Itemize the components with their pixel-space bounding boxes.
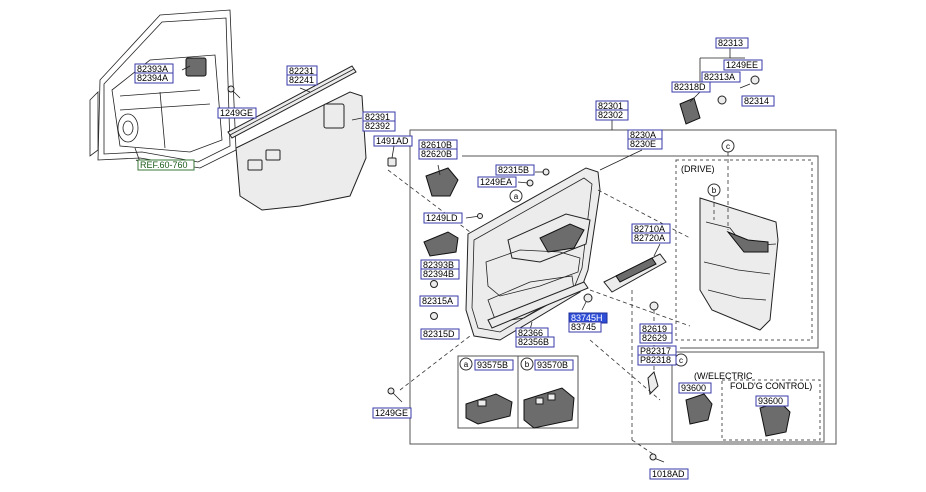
label-1249GE-bottom[interactable]: 1249GE (372, 407, 412, 419)
svg-text:82302: 82302 (598, 110, 623, 120)
electric-note-line1: (W/ELECTRIC (694, 371, 753, 381)
svg-text:82301: 82301 (598, 101, 623, 111)
label-8230E[interactable]: 8230E (627, 138, 663, 150)
svg-text:82629: 82629 (642, 333, 667, 343)
label-82302[interactable]: 82302 (595, 109, 629, 121)
svg-text:82315B: 82315B (498, 165, 529, 175)
svg-text:a: a (464, 360, 469, 369)
label-1249EA[interactable]: 1249EA (477, 176, 517, 188)
label-1249EE[interactable]: 1249EE (723, 59, 763, 71)
hardware-parts (227, 75, 760, 463)
label-82318D[interactable]: 82318D (671, 81, 711, 93)
weatherstrip-drawing (227, 65, 357, 139)
svg-text:83745: 83745 (571, 322, 596, 332)
svg-text:c: c (726, 142, 730, 151)
window-switch-drawings (465, 387, 791, 437)
svg-text:93575B: 93575B (477, 360, 508, 370)
label-82394A[interactable]: 82394A (134, 72, 174, 84)
svg-text:REF.60-760: REF.60-760 (140, 160, 188, 170)
callout-a-top: a (509, 189, 523, 203)
svg-text:82620B: 82620B (421, 149, 452, 159)
svg-text:82315A: 82315A (422, 296, 453, 306)
label-82313A[interactable]: 82313A (701, 71, 741, 83)
svg-text:8230A: 8230A (630, 130, 656, 140)
callout-b-switch: b (520, 357, 534, 371)
label-82315A[interactable]: 82315A (419, 295, 459, 307)
svg-text:82313A: 82313A (704, 72, 735, 82)
svg-text:1249GE: 1249GE (375, 408, 408, 418)
svg-text:c: c (679, 356, 683, 365)
svg-text:b: b (712, 186, 717, 195)
label-93600-b[interactable]: 93600 (755, 395, 789, 407)
drive-note: (DRIVE) (681, 164, 715, 174)
door-frame-drawing (89, 9, 237, 169)
svg-text:82318D: 82318D (674, 82, 706, 92)
svg-text:82313: 82313 (718, 38, 743, 48)
label-82392[interactable]: 82392 (362, 120, 396, 132)
label-P82318[interactable]: P82318 (637, 354, 677, 366)
label-93575B[interactable]: 93575B (474, 359, 514, 371)
label-93600-a[interactable]: 93600 (678, 382, 712, 394)
label-1491AD[interactable]: 1491AD (373, 135, 413, 147)
svg-text:82356B: 82356B (518, 337, 549, 347)
label-82720A[interactable]: 82720A (631, 232, 671, 244)
svg-text:1491AD: 1491AD (376, 136, 409, 146)
svg-text:82394B: 82394B (423, 269, 454, 279)
assembly-frame (409, 129, 837, 445)
label-82315D[interactable]: 82315D (420, 328, 460, 340)
svg-text:82393B: 82393B (423, 260, 454, 270)
svg-text:P82318: P82318 (640, 355, 671, 365)
drive-inset-drawing (699, 152, 779, 331)
svg-text:a: a (514, 192, 519, 201)
label-1249LD[interactable]: 1249LD (423, 212, 463, 224)
svg-text:82314: 82314 (744, 96, 769, 106)
svg-text:82619: 82619 (642, 324, 667, 334)
callout-c-bottom: c (674, 353, 688, 367)
svg-text:82710A: 82710A (634, 224, 665, 234)
door-trim-assembly-drawing (465, 167, 667, 341)
svg-text:93600: 93600 (681, 383, 706, 393)
callout-b-drive: b (707, 183, 721, 197)
svg-text:P82317: P82317 (640, 346, 671, 356)
svg-text:93600: 93600 (758, 396, 783, 406)
callout-c-top: c (721, 139, 735, 153)
svg-text:82366: 82366 (518, 328, 543, 338)
svg-text:1249LD: 1249LD (426, 213, 458, 223)
svg-text:82720A: 82720A (634, 233, 665, 243)
label-82313[interactable]: 82313 (715, 37, 749, 49)
label-82314[interactable]: 82314 (741, 95, 775, 107)
label-83745[interactable]: 83745 (568, 321, 602, 333)
label-93570B[interactable]: 93570B (534, 359, 574, 371)
svg-text:1249EA: 1249EA (480, 177, 512, 187)
label-82629[interactable]: 82629 (639, 332, 673, 344)
label-1018AD[interactable]: 1018AD (649, 468, 689, 480)
svg-text:8230E: 8230E (630, 139, 656, 149)
svg-text:82394A: 82394A (137, 73, 168, 83)
door-trim-panel-drawing (235, 91, 367, 211)
svg-text:93570B: 93570B (537, 360, 568, 370)
svg-text:b: b (525, 360, 530, 369)
label-82315B[interactable]: 82315B (495, 164, 535, 176)
svg-text:1249EE: 1249EE (726, 60, 758, 70)
leader-lines (135, 48, 745, 457)
label-1249GE-top[interactable]: 1249GE (217, 107, 257, 119)
svg-text:83745H: 83745H (571, 313, 603, 323)
svg-text:82610B: 82610B (421, 140, 452, 150)
label-82394B[interactable]: 82394B (420, 268, 460, 280)
label-82356B[interactable]: 82356B (515, 336, 555, 348)
label-ref-60-760[interactable]: REF.60-760 (137, 159, 195, 171)
label-82620B[interactable]: 82620B (418, 148, 458, 160)
svg-text:82231: 82231 (289, 66, 314, 76)
svg-text:1249GE: 1249GE (220, 108, 253, 118)
svg-text:82391: 82391 (365, 112, 390, 122)
svg-text:1018AD: 1018AD (652, 469, 685, 479)
callout-a-switch: a (459, 357, 473, 371)
svg-text:82392: 82392 (365, 121, 390, 131)
svg-text:82315D: 82315D (423, 329, 455, 339)
electric-note-line2: FOLD'G CONTROL) (730, 381, 812, 391)
svg-text:82393A: 82393A (137, 64, 168, 74)
svg-text:82241: 82241 (289, 75, 314, 85)
label-82241[interactable]: 82241 (286, 74, 318, 86)
